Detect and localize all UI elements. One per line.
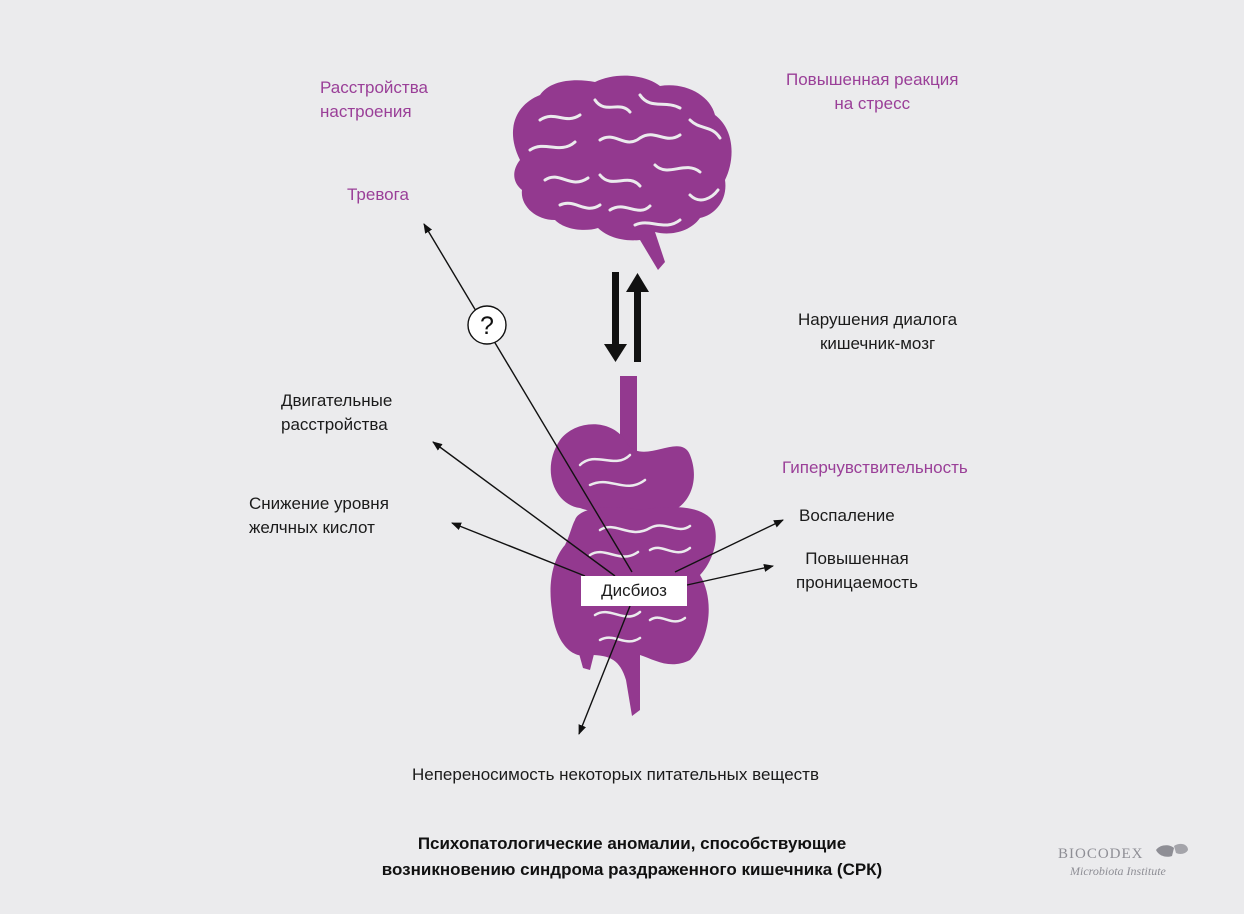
logo-subtitle: Microbiota Institute — [1070, 864, 1166, 878]
label-bile-acids-line-2: желчных кислот — [249, 518, 375, 537]
label-bile-acids: Снижение уровня желчных кислот — [249, 492, 389, 540]
bidirectional-arrows-icon — [604, 272, 649, 362]
label-mood-disorders: Расстройства настроения — [320, 76, 428, 124]
label-inflammation: Воспаление — [799, 506, 895, 525]
caption-line-1: Психопатологические аномалии, способству… — [417, 834, 847, 853]
brain-icon — [512, 75, 732, 270]
arrow-anxiety — [423, 223, 633, 573]
label-hypersensitivity: Гиперчувствительность — [782, 458, 968, 477]
label-stress-response-line-1: Повышенная реакция — [786, 70, 959, 89]
label-stress-response-line-2: на стресс — [834, 94, 911, 113]
label-permeability-line-2: проницаемость — [796, 573, 918, 592]
label-mood-disorders-line-1: Расстройства — [320, 78, 429, 97]
label-gut-brain-dialogue: Нарушения диалога кишечник-мозг — [798, 308, 957, 356]
label-bile-acids-line-1: Снижение уровня — [249, 494, 389, 513]
arrow-motility — [432, 441, 616, 577]
biocodex-logo-mark-icon — [1156, 843, 1188, 857]
label-stress-response: Повышенная реакция на стресс — [786, 68, 958, 116]
question-circle-icon: ? — [467, 305, 507, 345]
caption-line-2: возникновению синдрома раздраженного киш… — [381, 860, 883, 879]
label-anxiety: Тревога — [347, 185, 409, 204]
label-permeability: Повышенная проницаемость — [796, 547, 918, 595]
arrow-permeability — [686, 564, 774, 586]
label-motility-disorders-line-2: расстройства — [281, 415, 388, 434]
arrow-food-intolerance — [578, 605, 631, 735]
question-mark: ? — [480, 312, 494, 340]
label-gut-brain-dialogue-line-1: Нарушения диалога — [798, 310, 958, 329]
label-motility-disorders: Двигательные расстройства — [281, 389, 392, 437]
label-permeability-line-1: Повышенная — [805, 549, 909, 568]
label-motility-disorders-line-1: Двигательные — [281, 391, 393, 410]
figure-caption: Психопатологические аномалии, способству… — [300, 831, 964, 883]
label-food-intolerance: Непереносимость некоторых питательных ве… — [412, 765, 819, 784]
leader-arrows — [423, 223, 784, 735]
label-gut-brain-dialogue-line-2: кишечник-мозг — [819, 334, 936, 353]
label-dysbiosis: Дисбиоз — [581, 576, 687, 606]
arrow-inflammation — [674, 519, 784, 573]
arrow-bile-acids — [451, 522, 586, 577]
logo-name: BIOCODEX — [1058, 846, 1144, 862]
biocodex-logo: BIOCODEX Microbiota Institute — [1058, 842, 1208, 882]
label-mood-disorders-line-2: настроения — [320, 102, 412, 121]
